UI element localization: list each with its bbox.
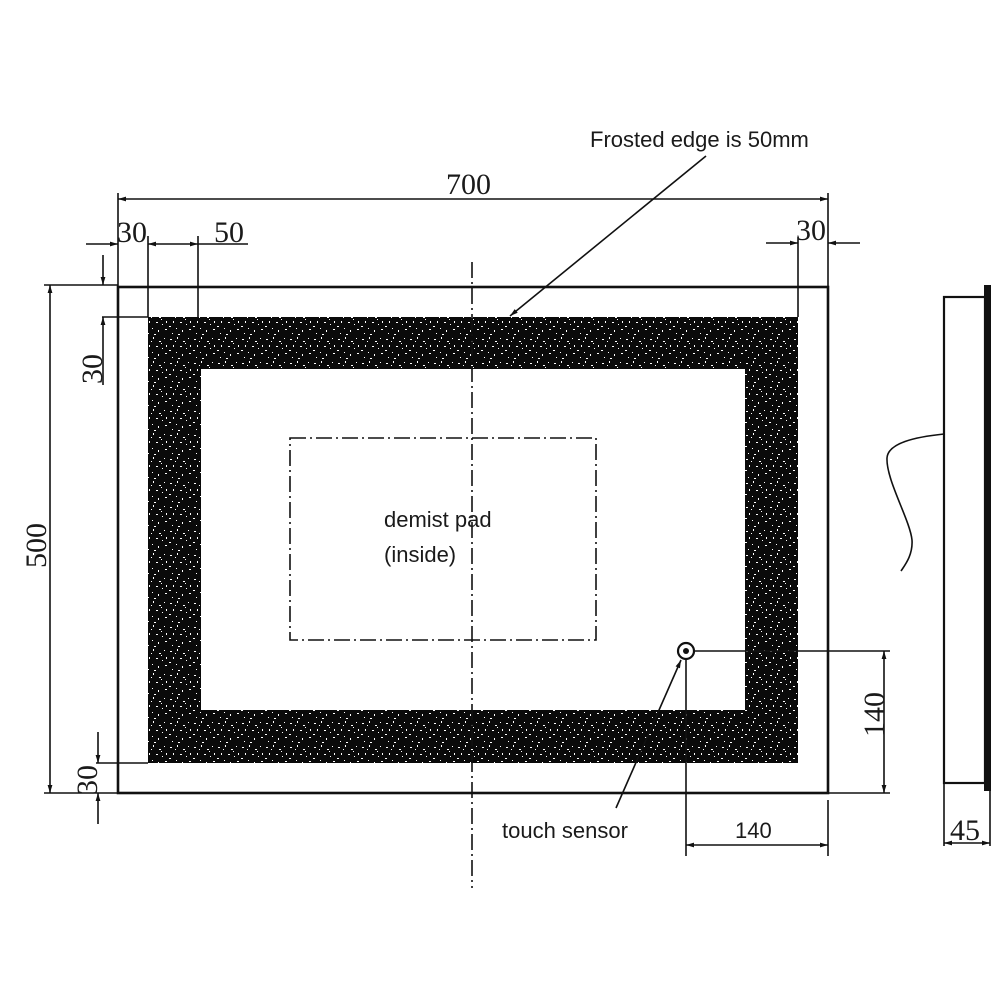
side-view-glass xyxy=(984,285,991,791)
depth-label: 45 xyxy=(950,814,980,847)
frosted-edge-note: Frosted edge is 50mm xyxy=(590,127,809,152)
demist-pad-outline xyxy=(289,437,597,641)
left-margin-label: 30 xyxy=(117,216,147,249)
sensor-from-bottom-label: 140 xyxy=(858,692,891,737)
demist-pad-label: demist pad xyxy=(384,507,492,532)
bottom-margin-label: 30 xyxy=(71,765,104,795)
top-margin-label: 30 xyxy=(76,354,109,384)
sensor-from-right-label: 140 xyxy=(735,818,772,843)
touch-sensor-label: touch sensor xyxy=(502,818,628,843)
frost-width-label: 50 xyxy=(214,216,244,249)
right-margin-label: 30 xyxy=(796,214,826,247)
touch-sensor-leader xyxy=(615,659,682,809)
frosted-edge-band xyxy=(148,317,798,763)
frosted-edge-leader xyxy=(509,155,707,317)
overall-width-label: 700 xyxy=(446,168,491,201)
demist-pad-sublabel: (inside) xyxy=(384,542,456,567)
power-cable xyxy=(886,433,945,572)
side-view-body xyxy=(942,295,987,785)
overall-height-label: 500 xyxy=(20,523,53,568)
mirror-outline xyxy=(116,285,830,795)
